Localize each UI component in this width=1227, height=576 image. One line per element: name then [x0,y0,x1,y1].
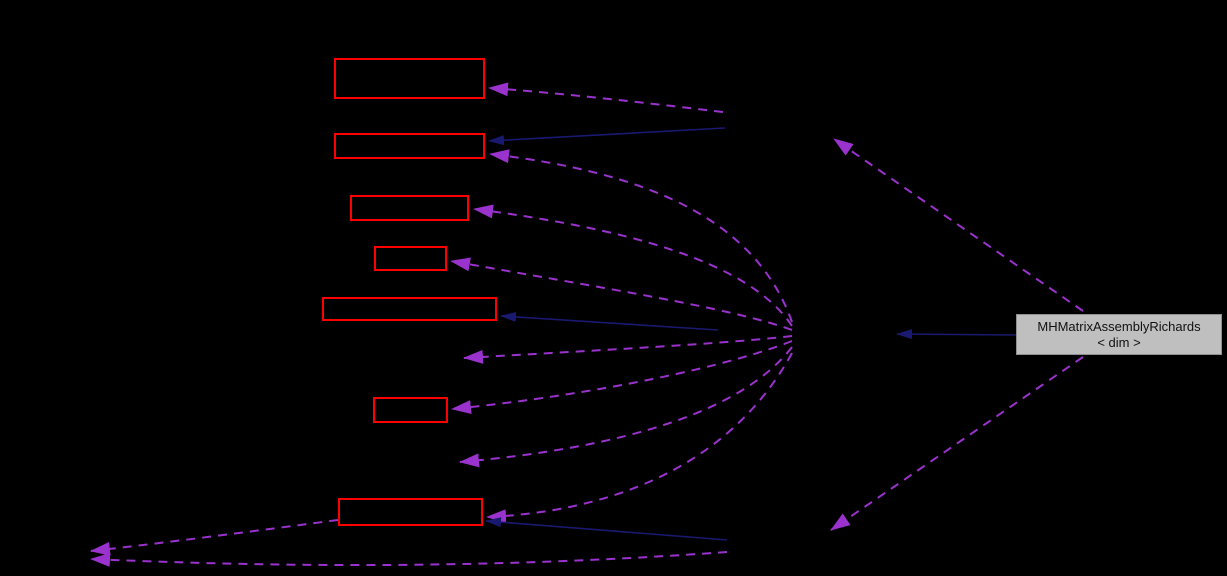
inheritance-edge-bottom-to-node7 [485,517,728,541]
inheritance-edge-main-to-base [896,329,1017,340]
usage-edge-to-node2 [489,149,793,323]
red-class-node-3[interactable] [350,195,469,221]
red-class-node-4[interactable] [374,246,447,271]
usage-edge-to-node6 [451,340,793,415]
main-class-node-label-line2: < dim > [1097,334,1141,350]
main-class-node[interactable]: MHMatrixAssemblyRichards < dim > [1016,314,1222,355]
red-class-node-6[interactable] [373,397,448,423]
inheritance-edge-top-to-node2 [488,127,726,146]
red-class-node-1[interactable] [334,58,485,99]
red-class-node-5[interactable] [322,297,497,321]
usage-edge-to-hidden-left-2 [459,346,793,468]
usage-edge-to-node4 [450,257,793,331]
usage-edge-node7-to-corner [90,519,339,556]
inheritance-edge-to-node5 [500,311,719,331]
usage-edge-main-to-top [833,138,1084,312]
usage-edge-to-hidden-left-1 [463,335,793,364]
main-class-node-label-line1: MHMatrixAssemblyRichards [1037,318,1201,334]
usage-edge-to-node3 [473,204,793,327]
red-class-node-2[interactable] [334,133,485,159]
red-class-node-7[interactable] [338,498,483,526]
usage-edge-main-to-bottom [830,356,1084,531]
usage-edge-to-node7 [486,352,793,524]
usage-edge-top-to-node1 [488,82,724,113]
usage-edge-bottom-to-corner [90,551,728,567]
